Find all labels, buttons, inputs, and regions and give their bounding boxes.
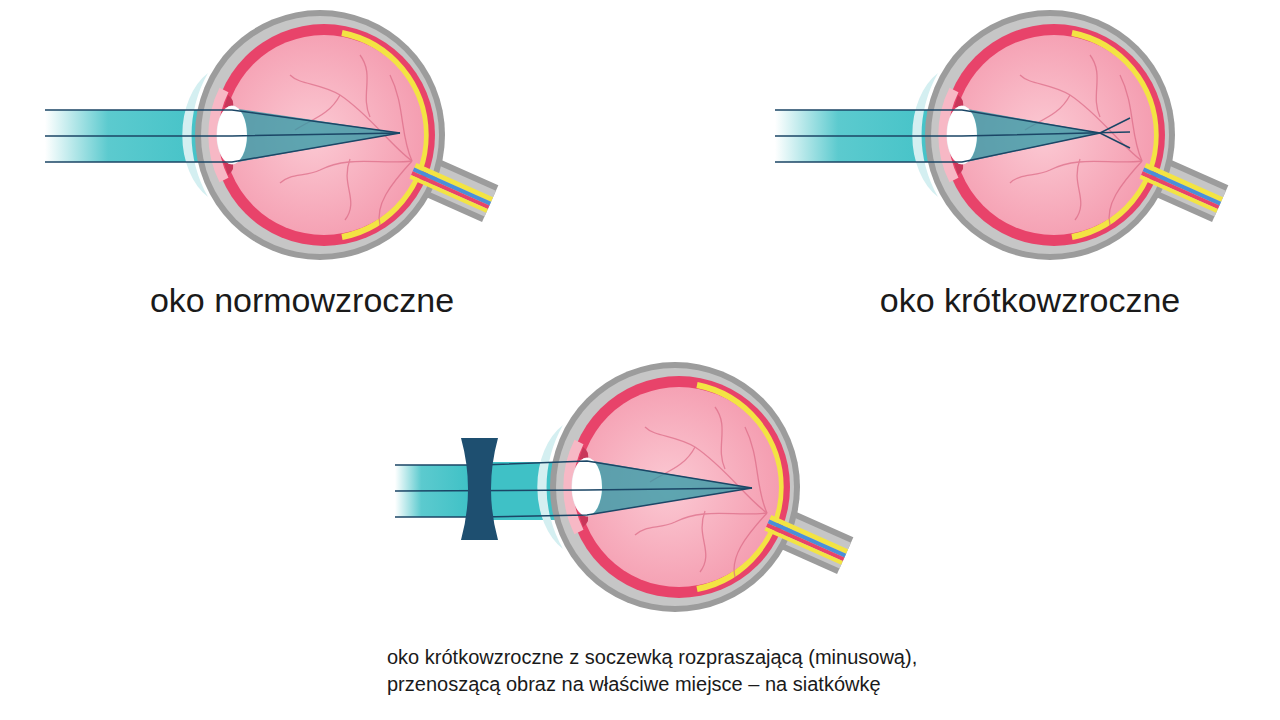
myopic-eye: [775, 10, 1228, 260]
normal-eye: [45, 10, 498, 260]
diverging-lens: [461, 438, 498, 540]
eye-label: oko krótkowzroczne: [830, 278, 1230, 324]
corrected-eye: [395, 362, 853, 612]
eye-label: oko normowzroczne: [102, 278, 502, 324]
caption-note: oko krótkowzroczne z soczewką rozpraszaj…: [387, 644, 1027, 698]
